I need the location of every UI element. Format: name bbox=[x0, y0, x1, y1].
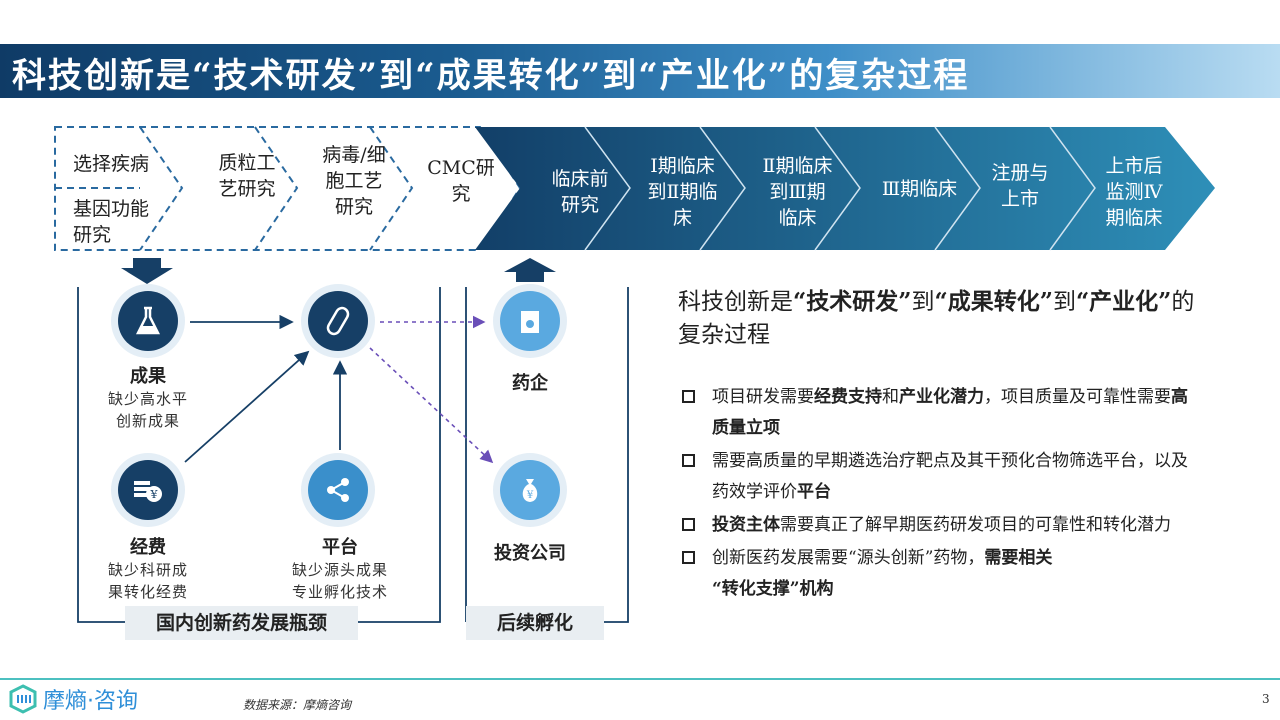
stage-gene-function: 基因功能研究 bbox=[73, 198, 150, 246]
bullet-item: 创新医药发展需要“源头创新”药物，需要相关“转化支撑”机构 bbox=[680, 543, 1190, 605]
stage-cmc: CMC研究 bbox=[427, 157, 495, 205]
node-pharma: 药企 bbox=[512, 373, 548, 394]
stage-post-market: 上市后监测Ⅳ期临床 bbox=[1105, 155, 1163, 229]
summary-heading: 科技创新是“技术研发”到“成果转化”到“产业化”的复杂过程 bbox=[678, 288, 1195, 348]
bullet-item: 需要高质量的早期遴选治疗靶点及其干预化合物筛选平台，以及药效学评价平台 bbox=[680, 446, 1190, 508]
stage-phase2-3: Ⅱ期临床到Ⅲ期临床 bbox=[762, 155, 833, 229]
capsule-icon bbox=[301, 284, 375, 358]
stage-phase1-2: Ⅰ期临床到Ⅱ期临床 bbox=[647, 155, 718, 229]
title-bar bbox=[0, 44, 1280, 98]
money-bag-icon: ¥ bbox=[493, 453, 567, 527]
bottleneck-tag: 国内创新药发展瓶颈 bbox=[125, 606, 358, 640]
bullet-item: 投资主体需要真正了解早期医药研发项目的可靠性和转化潜力 bbox=[680, 510, 1190, 541]
page-title: 科技创新是“技术研发”到“成果转化”到“产业化”的复杂过程 bbox=[12, 56, 970, 96]
stage-registration: 注册与上市 bbox=[991, 162, 1049, 210]
flask-icon bbox=[111, 284, 185, 358]
stage-select-disease: 选择疾病 bbox=[73, 153, 150, 175]
svg-text:¥: ¥ bbox=[526, 490, 534, 501]
logo-hex-icon bbox=[9, 684, 37, 714]
node-investor: 投资公司 bbox=[494, 543, 566, 564]
node-funding: 经费缺少科研成果转化经费 bbox=[107, 537, 188, 601]
bullet-list: 项目研发需要经费支持和产业化潜力，项目质量及可靠性需要高质量立项 需要高质量的早… bbox=[680, 382, 1190, 607]
down-arrow-icon bbox=[121, 258, 173, 284]
bullet-item: 项目研发需要经费支持和产业化潜力，项目质量及可靠性需要高质量立项 bbox=[680, 382, 1190, 444]
page-number: 3 bbox=[1262, 692, 1270, 706]
factory-icon bbox=[493, 284, 567, 358]
footer-divider bbox=[0, 678, 1280, 680]
data-source: 数据来源：摩熵咨询 bbox=[243, 698, 352, 712]
node-achievement: 成果缺少高水平创新成果 bbox=[107, 366, 188, 430]
svg-text:¥: ¥ bbox=[150, 488, 159, 501]
stage-virus-cell: 病毒/细胞工艺研究 bbox=[322, 144, 386, 218]
up-arrow-icon bbox=[504, 258, 556, 282]
coins-icon: ¥ bbox=[111, 453, 185, 527]
stage-preclinical: 临床前研究 bbox=[551, 168, 609, 216]
molecule-icon bbox=[301, 453, 375, 527]
logo-text: 摩熵·咨询 bbox=[43, 689, 138, 714]
solid-stages bbox=[475, 127, 1215, 250]
stage-plasmid: 质粒工艺研究 bbox=[218, 152, 276, 200]
incubation-tag: 后续孵化 bbox=[466, 606, 604, 640]
footer-logo: 摩熵·咨询 bbox=[8, 683, 138, 715]
stage-phase3: Ⅲ期临床 bbox=[881, 178, 958, 200]
node-platform: 平台缺少源头成果专业孵化技术 bbox=[291, 537, 388, 601]
